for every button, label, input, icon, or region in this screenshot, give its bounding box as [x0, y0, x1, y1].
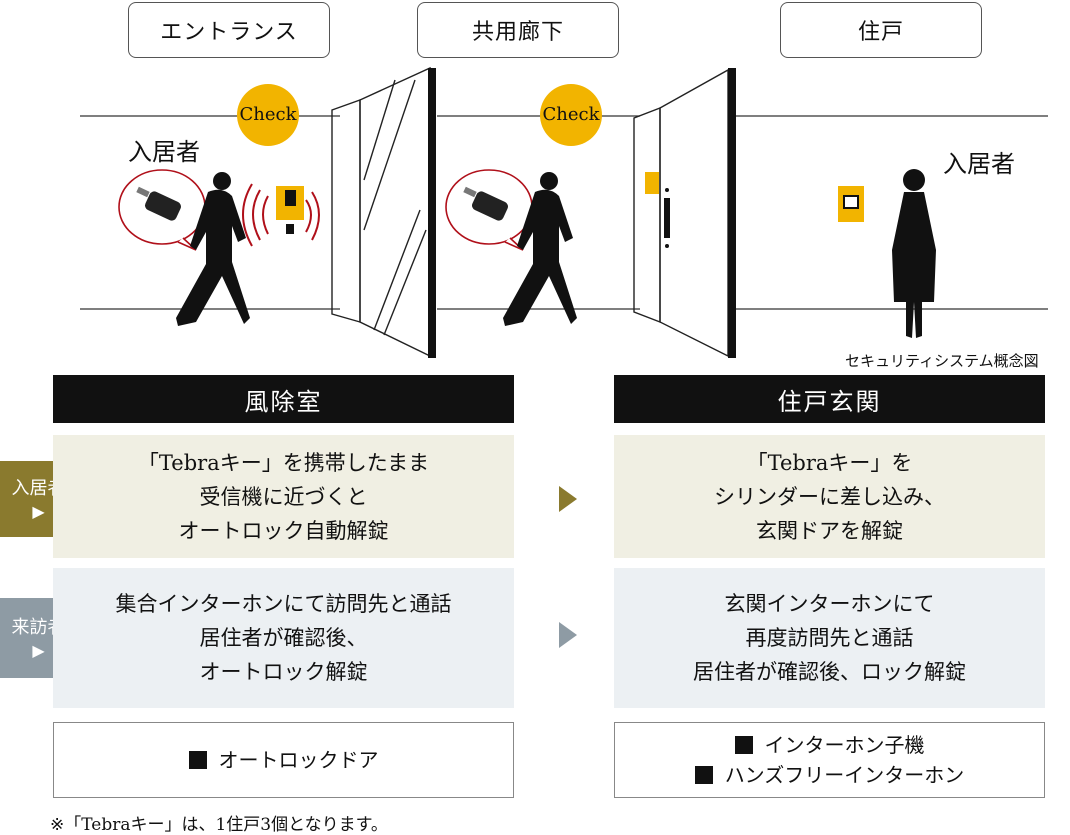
zone-label-dwelling: 住戸: [780, 2, 982, 58]
panel-line: 「Tebraキー」を: [746, 450, 913, 475]
panel-line: 受信機に近づくと: [199, 484, 368, 509]
walking-resident-2: [503, 172, 577, 326]
legend-item: ハンズフリーインターホン: [694, 760, 964, 790]
panel-line: オートロック自動解錠: [178, 518, 389, 543]
walking-resident-1: [176, 172, 250, 326]
flow-arrow-visitor-icon: [559, 622, 577, 648]
legend-square-icon: [188, 751, 207, 769]
tab-marker-icon: ▶: [32, 641, 45, 660]
tab-marker-icon: ▶: [32, 502, 45, 521]
left-resident-panel: 「Tebraキー」を携帯したまま 受信機に近づくと オートロック自動解錠: [53, 435, 514, 558]
scene-caption: セキュリティシステム概念図: [845, 352, 1039, 370]
door-frame-post: [428, 68, 436, 358]
footnote: ※「Tebraキー」は、1住戸3個となります。: [50, 815, 388, 835]
zone-label-corridor: 共用廊下: [417, 2, 619, 58]
legend-square-icon: [694, 766, 713, 784]
left-visitor-panel: 集合インターホンにて訪問先と通話 居住者が確認後、 オートロック解錠: [53, 568, 514, 708]
security-scene-illustration: [80, 66, 1048, 358]
panel-line: 居住者が確認後、ロック解錠: [693, 660, 966, 684]
panel-line: オートロック解錠: [199, 660, 368, 684]
key-bubble-entrance: [118, 169, 206, 251]
check-label-corridor: Check: [542, 104, 600, 125]
legend-item: オートロックドア: [188, 745, 379, 775]
legend-item: インターホン子機: [734, 730, 925, 760]
check-badge-entrance: [237, 84, 299, 146]
panel-line: 「Tebraキー」を携帯したまま: [137, 450, 430, 475]
panel-line: シリンダーに差し込み、: [714, 484, 945, 509]
door-lock-dot-2: [665, 244, 669, 248]
receiver-panel: [276, 186, 304, 234]
legend-right: インターホン子機 ハンズフリーインターホン: [614, 722, 1045, 798]
panel-line: 集合インターホンにて訪問先と通話: [115, 592, 452, 616]
intercom-unit: [838, 186, 864, 222]
flow-arrow-resident-icon: [559, 486, 577, 512]
resident-label-entrance: 入居者: [128, 138, 200, 166]
legend-left: オートロックドア: [53, 722, 514, 798]
signal-waves: [242, 183, 320, 247]
header-vestibule: 風除室: [53, 375, 514, 423]
zone-label-entrance: エントランス: [128, 2, 330, 58]
door-sensor: [645, 172, 659, 194]
panel-line: 居住者が確認後、: [199, 626, 368, 650]
autolock-door: [331, 66, 431, 358]
legend-square-icon: [734, 736, 753, 754]
panel-line: 玄関ドアを解錠: [756, 518, 903, 543]
resident-label-dwelling: 入居者: [943, 150, 1015, 178]
check-badge-corridor: [540, 84, 602, 146]
panel-line: 玄関インターホンにて: [724, 592, 935, 616]
door-handle: [664, 198, 670, 238]
entrance-door: [633, 68, 729, 358]
right-resident-panel: 「Tebraキー」を シリンダーに差し込み、 玄関ドアを解錠: [614, 435, 1045, 558]
key-bubble-corridor: [445, 169, 533, 251]
right-visitor-panel: 玄関インターホンにて 再度訪問先と通話 居住者が確認後、ロック解錠: [614, 568, 1045, 708]
check-label-entrance: Check: [239, 104, 297, 125]
door-lock-dot: [665, 188, 669, 192]
door-frame-post-2: [728, 68, 736, 358]
standing-resident: [892, 169, 936, 338]
panel-line: 再度訪問先と通話: [745, 626, 914, 650]
header-dwelling-entrance: 住戸玄関: [614, 375, 1045, 423]
